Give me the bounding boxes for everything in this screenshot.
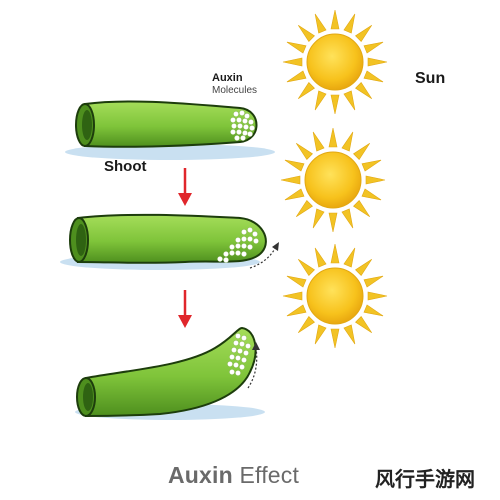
shoot-slightly-bent — [60, 213, 279, 270]
sun-icon-top — [282, 9, 388, 115]
shoot-strongly-bent — [75, 326, 265, 420]
molecules-label: Molecules — [212, 85, 258, 96]
auxin-label: Auxin — [212, 72, 243, 84]
shoot-label: Shoot — [104, 158, 147, 175]
auxin-molecules-cluster-1 — [230, 110, 255, 141]
watermark-text: 风行手游网 — [375, 467, 475, 491]
auxin-molecules-cluster-3 — [227, 333, 251, 376]
sun-icon-bottom — [282, 243, 388, 349]
growth-arrow-icon-2 — [247, 347, 258, 389]
footer-title: Auxin Effect — [168, 462, 299, 489]
auxin-molecules-cluster-2 — [217, 227, 259, 263]
shoot-straight — [65, 100, 275, 160]
sun-label: Sun — [415, 70, 446, 87]
footer-title-bold: Auxin — [168, 462, 233, 488]
arrow-down-icon-2 — [178, 290, 192, 328]
footer-title-light: Effect — [239, 462, 300, 488]
sun-icon-middle — [280, 127, 386, 233]
arrow-down-icon-1 — [178, 168, 192, 206]
